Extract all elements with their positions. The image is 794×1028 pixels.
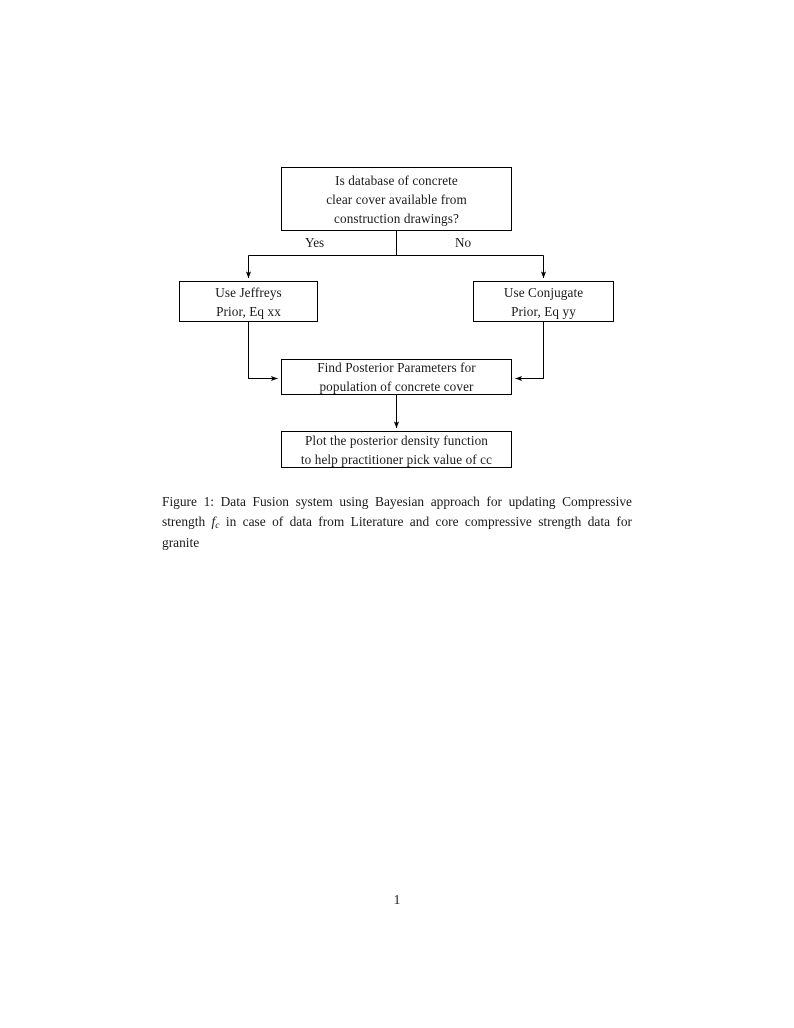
- node-plot-line-2: to help practitioner pick value of cc: [300, 451, 493, 467]
- connector-jeffreys-to-posterior: [248, 322, 278, 382]
- edge-label-yes: Yes: [305, 235, 325, 250]
- node-conjugate-line-1: Use Conjugate: [503, 284, 584, 300]
- figure-caption-symbol: fc: [211, 513, 220, 532]
- node-posterior-line-1: Find Posterior Parameters for: [317, 360, 476, 375]
- node-conjugate-prior: Use Conjugate Prior, Eq yy: [473, 281, 614, 322]
- node-jeffreys-line-1: Use Jeffreys: [215, 284, 282, 300]
- flowchart-connectors: [245, 231, 547, 429]
- node-question-line-2: clear cover available from: [326, 191, 467, 207]
- node-plot-line-1: Plot the posterior density function: [305, 432, 488, 448]
- node-conjugate-line-2: Prior, Eq yy: [511, 303, 576, 319]
- figure-caption-text-1: Data Fusion system using Bayesian approa…: [162, 494, 632, 529]
- figure-caption-symbol-base: f: [211, 513, 216, 529]
- node-posterior-line-2: population of concrete cover: [319, 379, 474, 394]
- node-find-posterior: Find Posterior Parameters for population…: [281, 359, 512, 395]
- figure-caption: Figure 1: Data Fusion system using Bayes…: [162, 492, 632, 553]
- figure-caption-label: Figure 1:: [162, 494, 214, 509]
- node-plot-posterior-density: Plot the posterior density function to h…: [281, 431, 512, 468]
- figure-region: Is database of concrete clear cover avai…: [0, 0, 794, 500]
- page-number: 1: [393, 892, 401, 907]
- figure-caption-text-2: in case of data from Literature and core…: [162, 513, 632, 551]
- node-jeffreys-prior: Use Jeffreys Prior, Eq xx: [179, 281, 318, 322]
- node-jeffreys-line-2: Prior, Eq xx: [216, 303, 281, 319]
- figure-caption-symbol-subscript: c: [215, 520, 220, 532]
- node-question: Is database of concrete clear cover avai…: [281, 167, 512, 231]
- node-question-line-1: Is database of concrete: [335, 172, 458, 188]
- connector-conjugate-to-posterior: [515, 322, 544, 382]
- node-question-line-3: construction drawings?: [334, 210, 459, 226]
- edge-label-no: No: [455, 235, 472, 250]
